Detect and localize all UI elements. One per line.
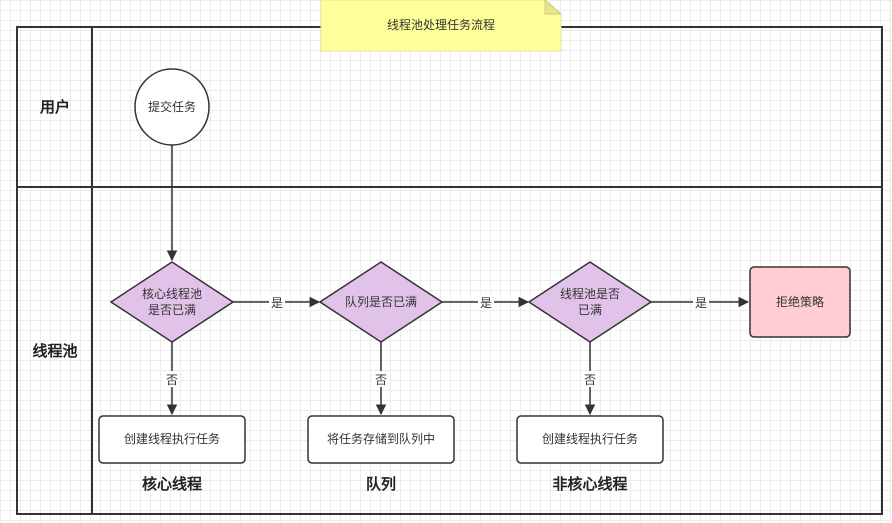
reject-label: 拒绝策略 [776, 294, 824, 309]
edge-label-bg [373, 371, 389, 387]
node-submit-label: 提交任务 [148, 99, 196, 114]
node-reject-policy[interactable]: 拒绝策略 [749, 266, 851, 338]
decision-pool-full[interactable]: 线程池是否 已满 [527, 261, 653, 343]
decision-diamond [109, 261, 235, 343]
queue-store-label: 将任务存储到队列中 [327, 431, 435, 446]
decision-core-label-1: 核心线程池 [142, 286, 202, 301]
lane-pool-label: 线程池 [32, 342, 77, 360]
edge-label-bg [269, 294, 285, 310]
edge-label-no-2: 否 [375, 373, 387, 387]
decision-core-label-2: 是否已满 [148, 303, 196, 317]
edge-label-yes-3: 是 [695, 296, 707, 310]
reject-box [749, 266, 851, 338]
lane-user-label: 用户 [40, 98, 70, 116]
title-note: 线程池处理任务流程 [320, 0, 563, 52]
note-title: 线程池处理任务流程 [387, 17, 495, 32]
edge-label-bg [693, 294, 709, 310]
action-box [307, 415, 455, 464]
group-label-core: 核心线程 [142, 475, 202, 493]
edge-label-bg [164, 371, 180, 387]
node-noncore-create-thread[interactable]: 创建线程执行任务 [516, 415, 664, 464]
action-box [516, 415, 664, 464]
decision-queue-label: 队列是否已满 [345, 294, 417, 309]
decision-queue-full[interactable]: 队列是否已满 [318, 261, 444, 343]
decision-diamond [318, 261, 444, 343]
decision-diamond [527, 261, 653, 343]
decision-core-pool-full[interactable]: 核心线程池 是否已满 [109, 261, 235, 343]
edge-label-bg [478, 294, 494, 310]
noncore-create-label: 创建线程执行任务 [542, 431, 638, 446]
note-fold [544, 0, 563, 15]
edge-label-bg [582, 371, 598, 387]
core-create-label: 创建线程执行任务 [124, 431, 220, 446]
decision-pool-label-2: 已满 [578, 303, 602, 317]
note-shape [320, 0, 562, 52]
node-queue-store[interactable]: 将任务存储到队列中 [307, 415, 455, 464]
node-submit-task[interactable]: 提交任务 [134, 68, 210, 146]
group-label-noncore: 非核心线程 [552, 475, 627, 493]
node-core-create-thread[interactable]: 创建线程执行任务 [98, 415, 246, 464]
action-box [98, 415, 246, 464]
edge-label-no-1: 否 [166, 373, 178, 387]
edge-label-no-3: 否 [584, 373, 596, 387]
edge-label-yes-2: 是 [480, 296, 492, 310]
start-circle [134, 68, 210, 146]
decision-pool-label-1: 线程池是否 [560, 286, 620, 301]
group-label-queue: 队列 [366, 475, 396, 493]
edge-label-yes-1: 是 [271, 296, 283, 310]
